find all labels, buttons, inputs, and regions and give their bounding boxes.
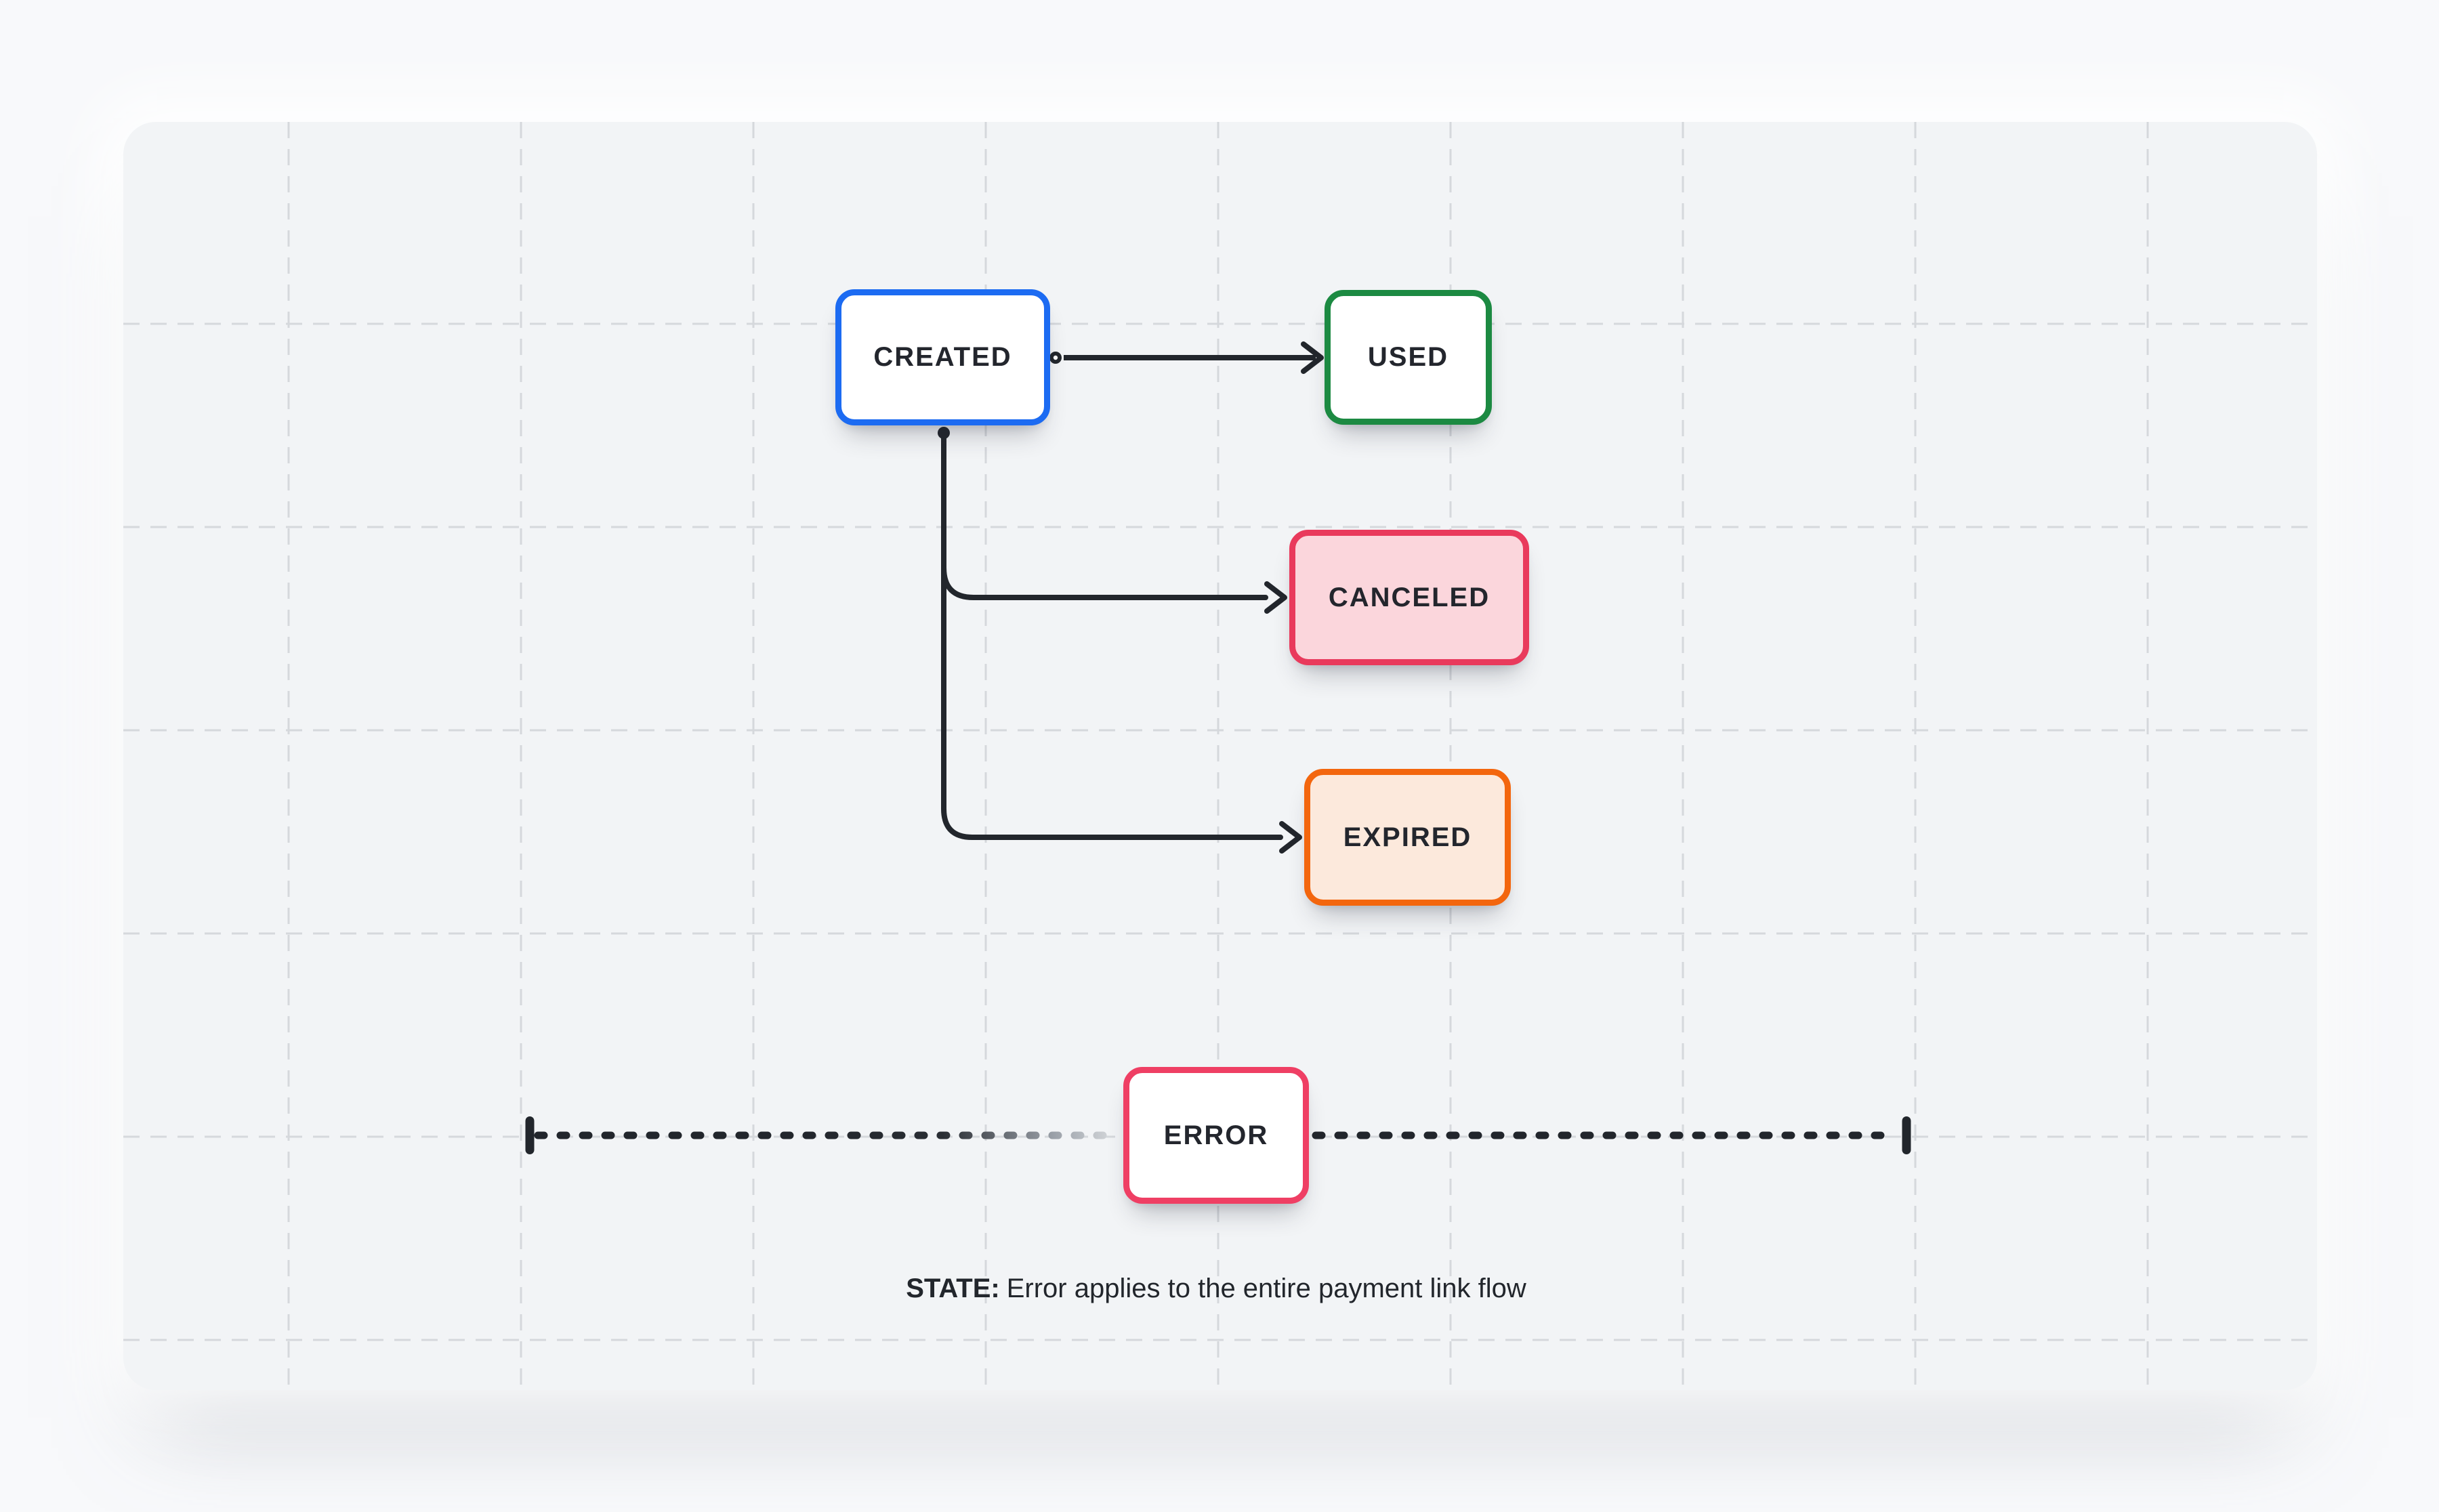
- grid-horizontal-lines: [123, 322, 2317, 1341]
- caption-text: Error applies to the entire payment link…: [1006, 1274, 1526, 1303]
- state-node-error-label: ERROR: [1163, 1120, 1269, 1150]
- diagram-card: CREATED USED CANCELED EXPIRED ERROR STAT…: [123, 122, 2317, 1390]
- edge-created-expired-arrowhead: [1279, 821, 1302, 854]
- state-node-canceled: CANCELED: [1289, 530, 1529, 665]
- caption: STATE:Error applies to the entire paymen…: [906, 1274, 1526, 1304]
- state-node-created-label: CREATED: [873, 342, 1012, 372]
- state-node-expired: EXPIRED: [1304, 769, 1511, 906]
- state-node-used: USED: [1325, 290, 1492, 425]
- grid-pattern: [123, 122, 2317, 1390]
- edge-created-used-arrowhead: [1301, 341, 1324, 374]
- edge-created-canceled-arrowhead: [1264, 581, 1287, 614]
- state-node-error: ERROR: [1123, 1067, 1309, 1204]
- error-span-right-terminator: [1902, 1116, 1911, 1154]
- edge-created-used-start-ring-hole: [1053, 355, 1058, 360]
- edge-created-expired-path: [941, 430, 1283, 840]
- state-node-used-label: USED: [1367, 342, 1449, 372]
- connectors: [525, 341, 1911, 1154]
- edge-created-canceled-path: [941, 565, 1268, 600]
- state-node-created: CREATED: [835, 289, 1050, 425]
- state-node-canceled-label: CANCELED: [1328, 582, 1490, 612]
- error-span-left-terminator: [525, 1116, 535, 1154]
- grid-vertical-lines: [287, 122, 2149, 1390]
- caption-prefix: STATE:: [906, 1274, 1000, 1303]
- state-node-expired-label: EXPIRED: [1343, 822, 1472, 852]
